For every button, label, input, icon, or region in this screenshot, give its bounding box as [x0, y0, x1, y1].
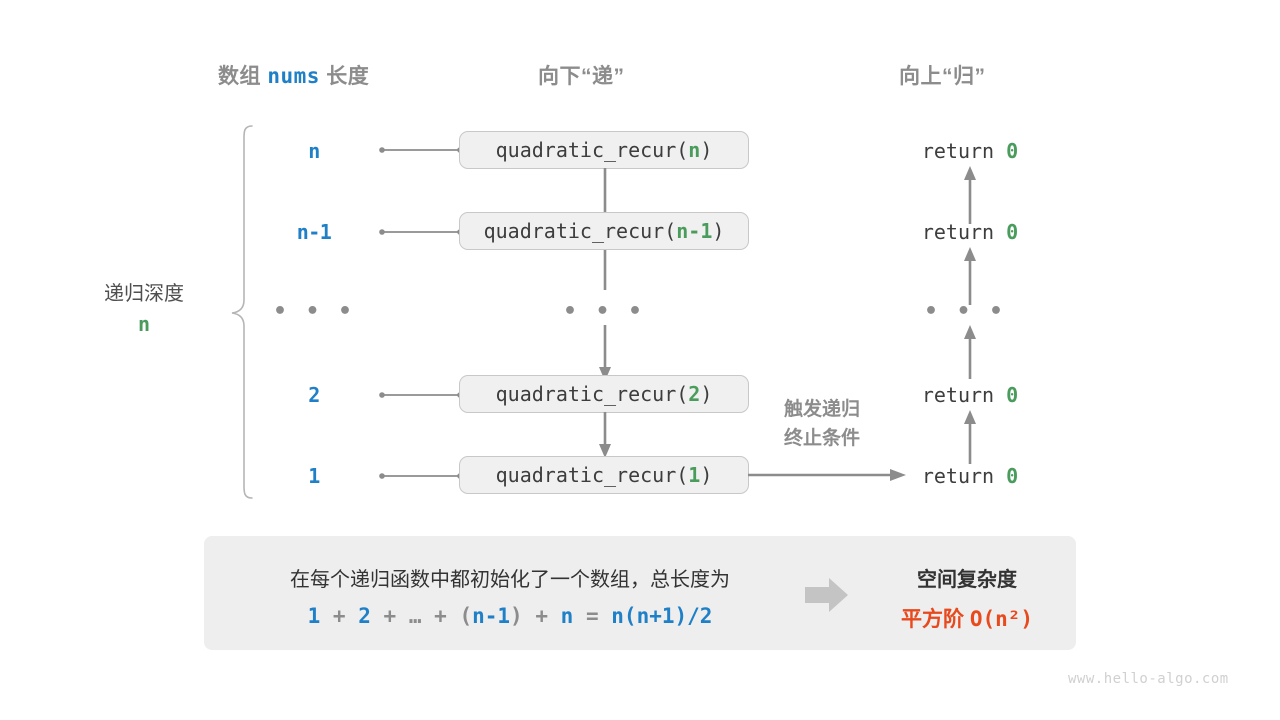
base-case-note-line1: 触发递归	[783, 399, 860, 420]
right-arrow-icon	[805, 578, 848, 612]
formula-term-2: 2	[358, 604, 371, 628]
formula-equals: =	[585, 604, 599, 628]
header-array-suffix: 长度	[326, 65, 370, 88]
formula-term-3: n-1	[472, 604, 511, 628]
formula-op-4: +	[535, 604, 548, 628]
up-arrow-2-to-dots	[964, 325, 976, 379]
down-arrow-3-to-4	[599, 412, 611, 458]
arg-label-row-3: 2	[308, 383, 320, 407]
return-value-row-0: 0	[1006, 139, 1019, 163]
up-arrow-4-to-3	[964, 410, 976, 464]
function-arg-row-3: 2	[688, 382, 701, 406]
space-complexity-value: 平方阶 O(n²)	[860, 603, 1074, 633]
down-arrow-dots-to-2	[599, 325, 611, 381]
return-row-3: return 0	[880, 383, 1060, 407]
space-complexity-notation: O(n²)	[969, 607, 1034, 631]
formula-op-2: +	[383, 604, 397, 628]
base-case-note-line2: 终止条件	[783, 428, 860, 450]
return-keyword-row-4: return	[921, 464, 995, 488]
formula-op-3: +	[434, 604, 447, 628]
function-box-row-3[interactable]: quadratic_recur(2)	[459, 375, 749, 413]
return-row-1: return 0	[880, 220, 1060, 244]
summary-panel	[204, 536, 1076, 650]
return-value-row-4: 0	[1006, 464, 1019, 488]
function-name-row-0: quadratic_recur(	[495, 138, 689, 162]
function-paren-row-1: )	[712, 219, 725, 243]
recursion-depth-value: n	[137, 312, 151, 336]
arg-label-row-4: 1	[308, 464, 320, 488]
connector-row-4	[379, 473, 463, 479]
arg-label-row-0: n	[308, 139, 320, 163]
recursion-depth-text: 递归深度	[104, 283, 184, 305]
call-ellipsis: • • •	[563, 299, 645, 324]
down-arrow-1-to-dots	[603, 250, 607, 290]
function-paren-row-3: )	[700, 382, 713, 406]
function-name-row-3: quadratic_recur(	[495, 382, 689, 406]
arg-label-row-1: n-1	[296, 220, 332, 244]
return-keyword-row-0: return	[921, 139, 995, 163]
connector-row-3	[379, 392, 463, 398]
function-box-row-1[interactable]: quadratic_recur(n-1)	[459, 212, 749, 250]
formula-op-1: +	[332, 604, 346, 628]
function-box-row-0[interactable]: quadratic_recur(n)	[459, 131, 749, 169]
return-row-0: return 0	[880, 139, 1060, 163]
space-complexity-title: 空间复杂度	[917, 569, 1017, 591]
function-arg-row-0: n	[688, 138, 701, 162]
function-box-row-4[interactable]: quadratic_recur(1)	[459, 456, 749, 494]
space-complexity-order: 平方阶	[900, 608, 964, 631]
formula-ellipsis: …	[408, 604, 422, 628]
formula-result: n(n+1)/2	[611, 604, 713, 628]
function-name-row-4: quadratic_recur(	[495, 463, 689, 487]
function-arg-row-1: n-1	[676, 219, 713, 243]
formula-term-4: n	[560, 604, 574, 628]
up-arrow-1-to-0	[964, 166, 976, 224]
header-descend: 向下“递”	[538, 65, 625, 88]
base-case-arrow	[748, 469, 906, 481]
function-paren-row-4: )	[700, 463, 713, 487]
up-arrow-dots-to-1	[964, 247, 976, 305]
depth-brace-icon	[231, 125, 253, 499]
return-keyword-row-1: return	[921, 220, 995, 244]
recursion-depth-label: 递归深度 n	[74, 279, 214, 338]
watermark: www.hello-algo.com	[1068, 671, 1229, 687]
arg-ellipsis: • • •	[273, 299, 355, 324]
header-array-prefix: 数组	[218, 65, 261, 88]
base-case-note: 触发递归 终止条件	[752, 395, 892, 454]
connector-row-1	[379, 229, 463, 235]
header-ascend: 向上“归”	[899, 65, 986, 88]
function-arg-row-4: 1	[688, 463, 701, 487]
return-value-row-1: 0	[1006, 220, 1019, 244]
return-ellipsis: • • •	[924, 299, 1006, 324]
header-array-length: 数组 nums 长度	[218, 60, 369, 90]
function-name-row-1: quadratic_recur(	[483, 219, 677, 243]
summary-formula: 1 + 2 + … + (n-1) + n = n(n+1)/2	[224, 604, 796, 628]
return-value-row-3: 0	[1006, 383, 1019, 407]
return-keyword-row-3: return	[921, 383, 995, 407]
summary-description: 在每个递归函数中都初始化了一个数组，总长度为	[290, 569, 730, 591]
return-row-4: return 0	[880, 464, 1060, 488]
formula-paren-open: (	[459, 604, 473, 628]
header-nums-code: nums	[267, 64, 320, 88]
formula-term-1: 1	[307, 604, 321, 628]
connector-row-0	[379, 147, 463, 153]
function-paren-row-0: )	[700, 138, 713, 162]
formula-paren-close: )	[510, 604, 523, 628]
